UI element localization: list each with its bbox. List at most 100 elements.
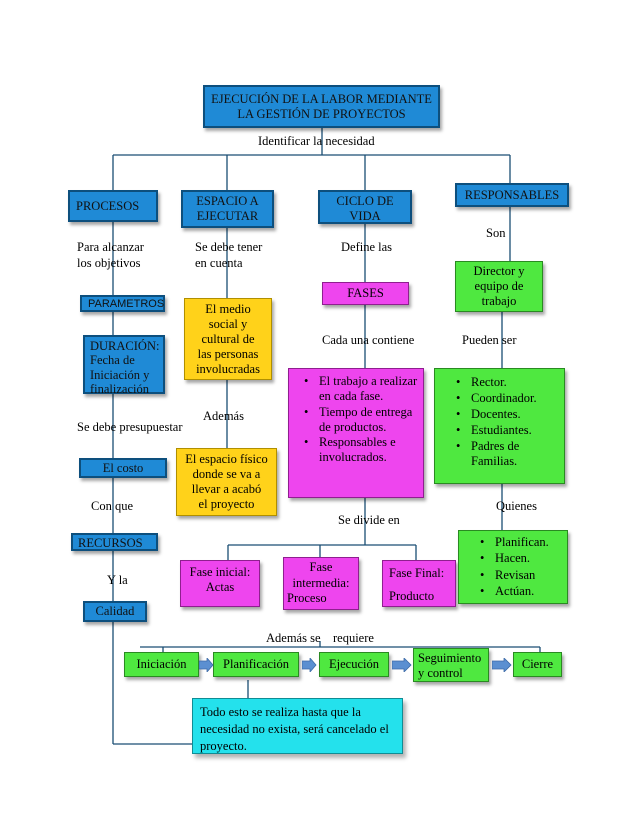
step-ejecucion: Ejecución	[319, 652, 389, 677]
step-seguimiento: Seguimiento y control	[413, 648, 489, 682]
title-line-2: LA GESTIÓN DE PROYECTOS	[237, 106, 406, 121]
medio-line-2: social y	[208, 316, 248, 331]
fase-inicial-box: Fase inicial: Actas	[180, 560, 260, 607]
recursos-label: RECURSOS	[78, 536, 143, 550]
accion-item: Planifican.	[480, 534, 561, 551]
arrow-right-icon	[199, 658, 214, 672]
fase-inicial-line-1: Fase inicial:	[189, 565, 251, 579]
son-label: Son	[486, 226, 506, 240]
medio-box: El medio social y cultural de las person…	[184, 298, 272, 380]
ciclo-box: CICLO DE VIDA	[318, 190, 412, 224]
ademas-label: Además	[203, 409, 244, 423]
fases-label: FASES	[347, 286, 384, 300]
espacio-box: ESPACIO A EJECUTAR	[181, 190, 274, 228]
fase-intermedia-box: Fase intermedia: Proceso	[283, 557, 359, 610]
fase-intermedia-line-2: intermedia:	[292, 575, 350, 590]
debe-label-1: Se debe tener	[195, 240, 263, 254]
ciclo-line-2: VIDA	[349, 209, 381, 223]
procesos-box: PROCESOS	[68, 190, 158, 222]
costo-label: El costo	[102, 460, 144, 475]
medio-line-4: las personas	[197, 346, 259, 361]
fisico-box: El espacio físico donde se va a llevar a…	[176, 448, 277, 516]
role-item: Docentes.	[456, 407, 558, 423]
footer-text: Todo esto se realiza hasta que la necesi…	[200, 705, 389, 753]
procesos-label: PROCESOS	[76, 199, 140, 213]
responsables-box: RESPONSABLES	[455, 183, 569, 207]
fase-final-line-1: Fase Final:	[389, 566, 445, 580]
step-cierre: Cierre	[513, 652, 562, 677]
director-line-2: equipo de	[474, 279, 524, 293]
calidad-box: Calidad	[83, 601, 147, 622]
step-planificacion: Planificación	[213, 652, 299, 677]
duracion-line-3: Iniciación y	[90, 367, 150, 382]
fase-final-box: Fase Final: Producto	[382, 560, 456, 607]
recursos-box: RECURSOS	[71, 533, 158, 551]
step-ejecucion-label: Ejecución	[329, 657, 379, 671]
espacio-line-1: ESPACIO A	[196, 194, 259, 208]
quienes-label: Quienes	[496, 499, 537, 513]
parametros-box: PARAMETROS	[80, 295, 165, 312]
contenido-item: El trabajo a realizar en cada fase.	[304, 374, 419, 405]
fases-box: FASES	[322, 282, 409, 305]
parametros-label: PARAMETROS	[88, 298, 165, 310]
role-item: Rector.	[456, 375, 558, 391]
duracion-line-2: Fecha de	[90, 353, 135, 368]
contenido-item: Responsables e involucrados.	[304, 435, 419, 466]
fisico-line-2: donde se va a	[192, 467, 261, 481]
step-iniciacion-label: Iniciación	[136, 657, 187, 671]
accion-item: Revisan	[480, 567, 561, 584]
debe-label-2: en cuenta	[195, 256, 243, 270]
duracion-line-4: finalización	[90, 382, 149, 397]
ciclo-line-1: CICLO DE	[336, 194, 394, 208]
step-seguimiento-label: Seguimiento y control	[418, 651, 482, 680]
accion-item: Actúan.	[480, 583, 561, 600]
espacio-line-2: EJECUTAR	[196, 209, 259, 223]
arrow-right-icon	[492, 658, 512, 672]
responsables-label: RESPONSABLES	[464, 187, 560, 202]
medio-line-1: El medio	[205, 301, 251, 316]
para-label-1: Para alcanzar	[77, 240, 144, 254]
role-item: Padres de Familias.	[456, 439, 558, 471]
accion-item: Hacen.	[480, 550, 561, 567]
footer-box: Todo esto se realiza hasta que la necesi…	[192, 698, 403, 754]
define-label: Define las	[341, 240, 393, 254]
step-cierre-label: Cierre	[521, 657, 554, 671]
fase-intermedia-line-3: Proceso	[287, 591, 327, 606]
role-item: Estudiantes.	[456, 423, 558, 439]
para-label-2: los objetivos	[77, 256, 141, 270]
role-item: Coordinador.	[456, 391, 558, 407]
step-iniciacion: Iniciación	[124, 652, 199, 677]
calidad-label: Calidad	[95, 604, 135, 618]
cada-label: Cada una contiene	[322, 333, 415, 347]
medio-line-3: cultural de	[201, 331, 255, 346]
director-line-3: trabajo	[481, 294, 517, 308]
title-box: EJECUCIÓN DE LA LABOR MEDIANTE LA GESTIÓ…	[203, 85, 440, 128]
requiere-label: Además se requiere	[266, 631, 374, 645]
director-line-1: Director y	[473, 264, 525, 278]
fisico-line-4: el proyecto	[198, 497, 255, 511]
duracion-line-1: DURACIÓN:	[90, 339, 160, 353]
conque-label: Con que	[91, 499, 134, 513]
arrow-right-icon	[302, 658, 317, 672]
fase-intermedia-line-1: Fase	[309, 560, 333, 574]
fisico-line-3: llevar a acabó	[191, 482, 262, 496]
divide-label: Se divide en	[338, 513, 400, 527]
acciones-box: Planifican. Hacen. Revisan Actúan.	[458, 530, 568, 604]
presupuestar-label: Se debe presupuestar	[77, 420, 183, 434]
fase-inicial-line-2: Actas	[205, 580, 235, 594]
duracion-box: DURACIÓN: Fecha de Iniciación y finaliza…	[83, 335, 165, 397]
title-line-1: EJECUCIÓN DE LA LABOR MEDIANTE	[211, 91, 432, 106]
director-box: Director y equipo de trabajo	[455, 261, 543, 312]
pueden-label: Pueden ser	[462, 333, 517, 347]
yla-label: Y la	[107, 573, 128, 587]
contenido-item: Tiempo de entrega de productos.	[304, 405, 419, 436]
costo-box: El costo	[79, 458, 167, 478]
contenido-box: El trabajo a realizar en cada fase. Tiem…	[288, 368, 424, 498]
medio-line-5: involucradas	[196, 361, 260, 376]
roles-box: Rector. Coordinador. Docentes. Estudiant…	[434, 368, 565, 484]
fisico-line-1: El espacio físico	[185, 452, 268, 466]
fase-final-line-2: Producto	[389, 589, 435, 603]
identify-label: Identificar la necesidad	[258, 134, 375, 148]
arrow-right-icon	[392, 658, 412, 672]
